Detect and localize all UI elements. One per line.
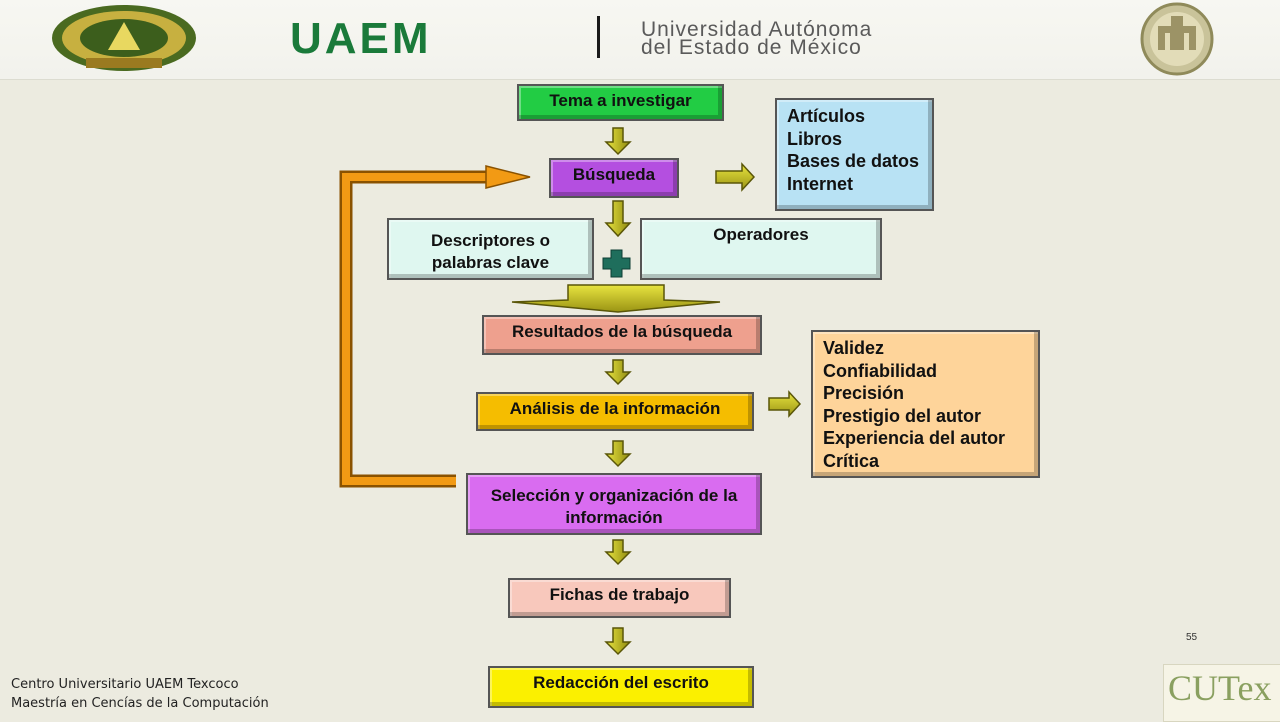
list-item: Libros	[787, 128, 843, 149]
right-arrow-icon	[768, 390, 802, 418]
list-item: Precisión	[823, 383, 905, 403]
redaccion-box: Redacción del escrito	[488, 666, 754, 708]
footer-line2: Maestría en Cencías de la Computación	[11, 696, 269, 711]
busqueda-label: Búsqueda	[572, 165, 656, 184]
seleccion-label-line1: Selección y organización de la	[490, 485, 738, 505]
fuentes-box: Artículos Libros Bases de datos Internet	[775, 98, 934, 211]
cutex-logo-text: CUTex	[1168, 668, 1272, 708]
down-arrow-icon	[604, 627, 632, 656]
descriptores-label-line2: palabras clave	[431, 252, 550, 272]
list-item: Confiabilidad	[823, 360, 937, 381]
fichas-box: Fichas de trabajo	[508, 578, 731, 618]
operadores-box: Operadores	[640, 218, 882, 280]
seleccion-label-line2: información	[565, 507, 663, 527]
header-divider	[597, 16, 600, 58]
down-arrow-icon	[604, 127, 632, 156]
fichas-label: Fichas de trabajo	[549, 585, 690, 604]
tema-box: Tema a investigar	[517, 84, 724, 121]
descriptores-label-line1: Descriptores o	[430, 230, 551, 250]
plus-icon	[602, 249, 631, 278]
operadores-label: Operadores	[713, 225, 809, 244]
list-item: Bases de datos	[787, 151, 920, 171]
analisis-box: Análisis de la información	[476, 392, 754, 431]
criterios-box: Validez Confiabilidad Precisión Prestigi…	[811, 330, 1040, 478]
right-arrow-icon	[715, 162, 756, 192]
down-arrow-icon	[604, 440, 632, 468]
brand-title: UAEM	[290, 14, 432, 63]
uaem-seal-icon	[52, 5, 196, 71]
descriptores-box: Descriptores o palabras clave	[387, 218, 594, 280]
list-item: Crítica	[823, 450, 880, 471]
feedback-loop-arrow	[339, 165, 531, 488]
seleccion-box: Selección y organización de la informaci…	[466, 473, 762, 535]
list-item: Artículos	[787, 106, 866, 126]
list-item: Prestigio del autor	[823, 405, 982, 426]
university-line1: Universidad Autónoma	[641, 18, 873, 41]
list-item: Internet	[787, 173, 854, 194]
tema-label: Tema a investigar	[549, 91, 692, 110]
resultados-box: Resultados de la búsqueda	[482, 315, 762, 355]
analisis-label: Análisis de la información	[509, 399, 721, 418]
merge-arrow-icon	[511, 284, 721, 313]
busqueda-box: Búsqueda	[549, 158, 679, 198]
page-number: 55	[1186, 632, 1198, 643]
list-item: Experiencia del autor	[823, 428, 1006, 448]
redaccion-label: Redacción del escrito	[533, 673, 709, 692]
down-arrow-icon	[604, 200, 632, 238]
footer-line1: Centro Universitario UAEM Texcoco	[11, 677, 239, 692]
building-emblem-icon	[1140, 2, 1214, 76]
resultados-label: Resultados de la búsqueda	[511, 322, 733, 341]
down-arrow-icon	[604, 539, 632, 566]
down-arrow-icon	[604, 359, 632, 386]
university-line2: del Estado de México	[641, 36, 862, 59]
list-item: Validez	[823, 338, 885, 358]
cutex-logo: CUTex	[1163, 664, 1280, 722]
header-banner: UAEM Universidad Autónoma del Estado de …	[0, 0, 1280, 80]
